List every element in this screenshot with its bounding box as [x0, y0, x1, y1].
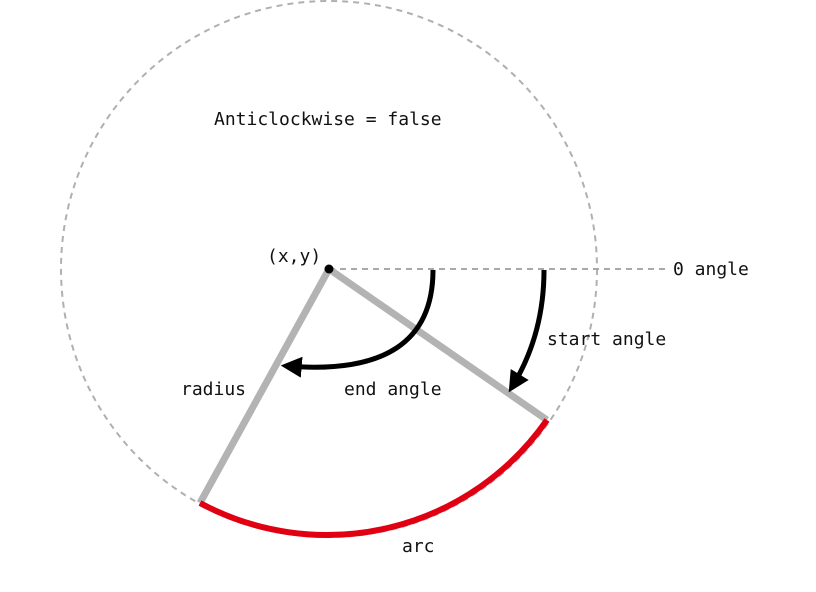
- zero-angle-label: 0 angle: [673, 259, 749, 280]
- arc: [198, 418, 550, 538]
- end-angle-label: end angle: [344, 379, 442, 400]
- radius-line-end: [196, 267, 333, 505]
- center-point: [324, 264, 334, 274]
- end-angle-arrow: [280, 269, 436, 378]
- diagram-title: Anticlockwise = false: [214, 109, 442, 130]
- center-label: (x,y): [267, 246, 321, 267]
- radius-line-start: [327, 266, 549, 423]
- start-angle-arrow: [508, 269, 547, 393]
- radius-label: radius: [181, 379, 246, 400]
- arc-label: arc: [402, 536, 435, 557]
- start-angle-label: start angle: [547, 329, 666, 350]
